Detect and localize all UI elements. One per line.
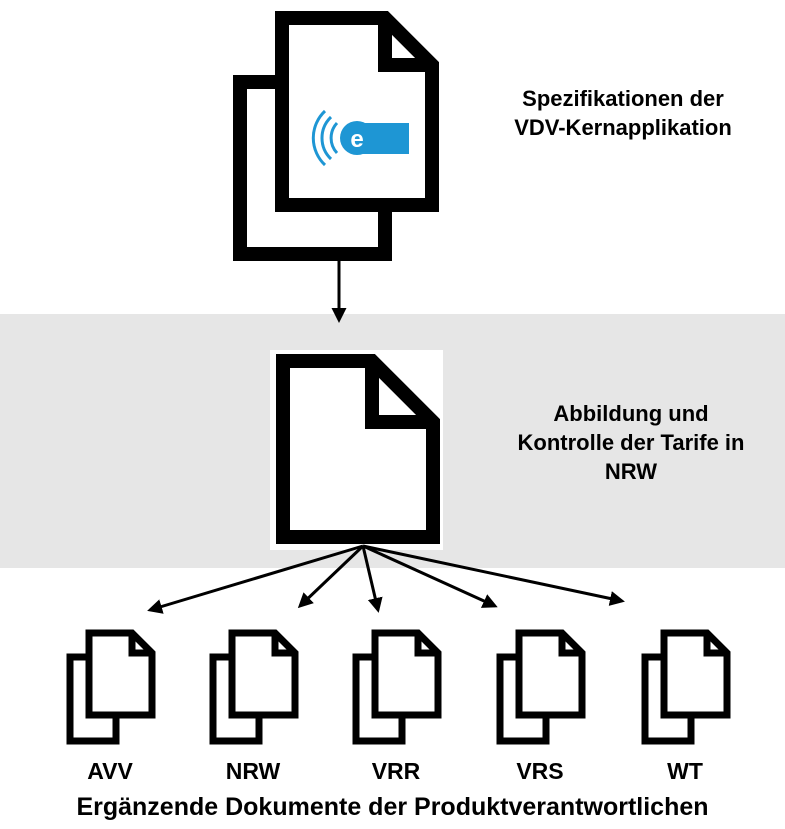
tariff-label-line2: Kontrolle der Tarife in	[517, 430, 745, 456]
wt-label: WT	[667, 758, 703, 784]
fanout-arrows	[147, 544, 625, 614]
vdv-logo-icon: e	[311, 109, 409, 167]
arrow-to-vrr	[361, 545, 383, 613]
wt-document-icon	[641, 629, 731, 745]
arrow-to-wt	[362, 544, 625, 606]
footer-label: Ergänzende Dokumente der Produktverantwo…	[76, 793, 709, 821]
nrw-document-icon	[209, 629, 299, 745]
vrs-label: VRS	[516, 758, 564, 784]
tariff-label-line3: NRW	[604, 459, 658, 485]
spec-document-icon: e	[233, 11, 439, 261]
vrs-document-icon	[496, 629, 586, 745]
arrow-to-nrw	[297, 544, 365, 609]
arrow-to-vrs	[362, 544, 498, 608]
spec-label: Spezifikationen der VDV-Kernapplikation	[478, 84, 768, 142]
nrw-label: NRW	[225, 758, 281, 784]
spec-label-line2: VDV-Kernapplikation	[514, 115, 732, 141]
avv-label: AVV	[87, 758, 133, 784]
nrw-tariff-document-icon	[270, 350, 443, 550]
tariff-label-line1: Abbildung und	[553, 401, 709, 426]
avv-document-icon	[66, 629, 156, 745]
spec-label-line1: Spezifikationen der	[522, 86, 724, 111]
arrow-to-avv	[147, 544, 364, 614]
tariff-label: Abbildung und Kontrolle der Tarife in NR…	[486, 399, 776, 486]
vrr-document-icon	[352, 629, 442, 745]
logo-letter: e	[350, 126, 363, 153]
vrr-label: VRR	[371, 758, 421, 784]
